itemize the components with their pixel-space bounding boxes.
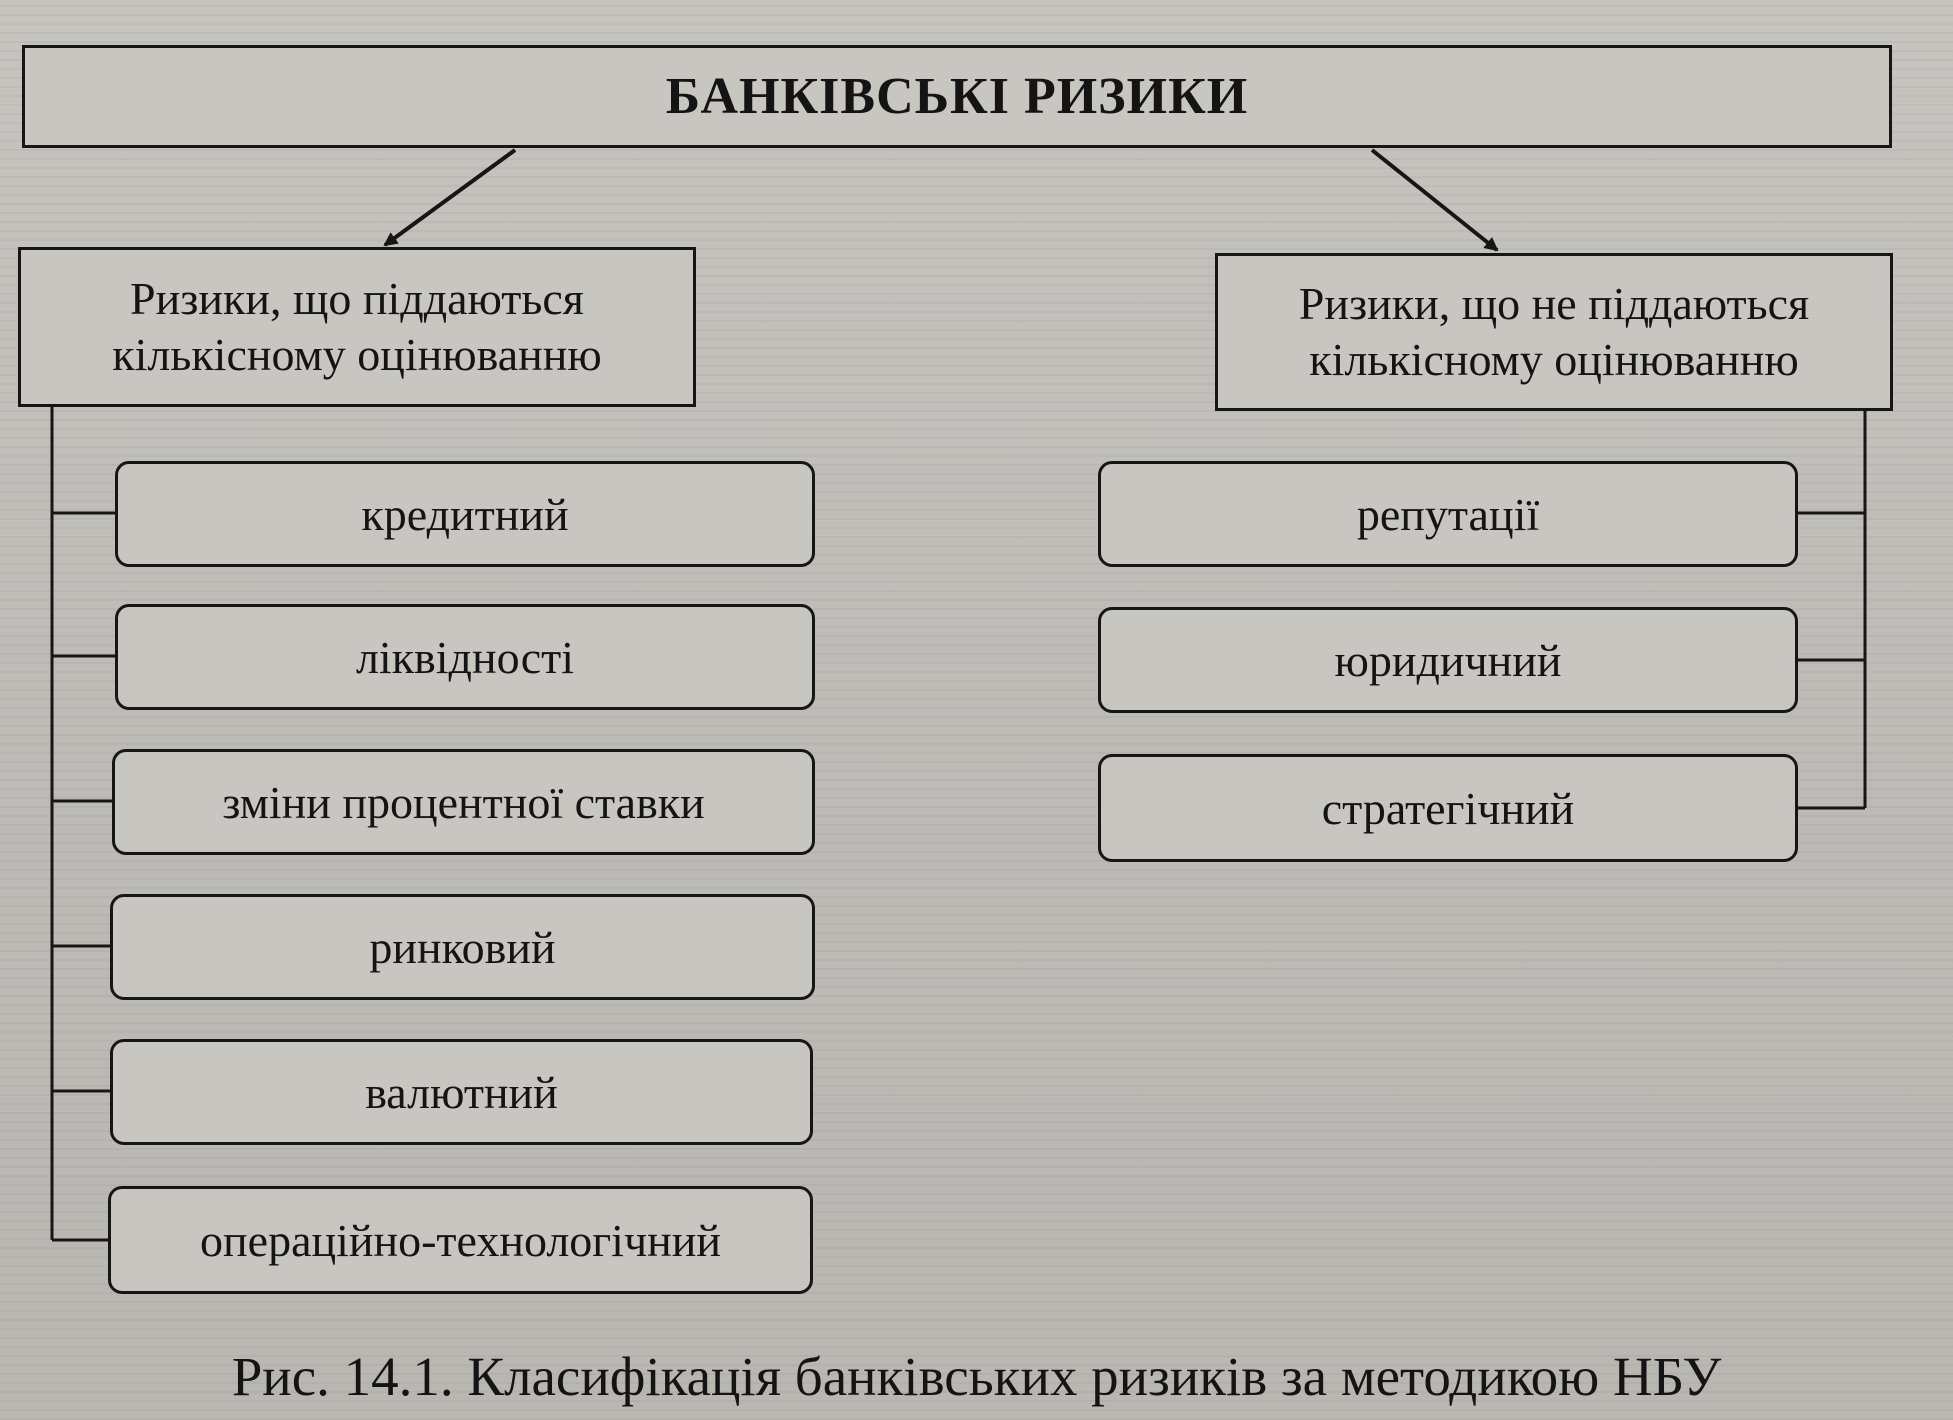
arrow-to-left-category (383, 148, 517, 247)
right-category-line2: кількісному оцінюванню (1309, 334, 1799, 385)
right-item-reputation: репутації (1098, 461, 1798, 567)
right-category-box: Ризики, що не піддаються кількісному оці… (1215, 253, 1893, 411)
left-item-interest-rate: зміни процентної ставки (112, 749, 815, 855)
left-item-label: кредитний (361, 488, 569, 540)
right-item-label: репутації (1356, 488, 1540, 540)
figure-caption: Рис. 14.1. Класифікація банківських ризи… (231, 1346, 1722, 1407)
left-item-operational: операційно-технологічний (108, 1186, 813, 1294)
left-item-label: валютний (365, 1066, 558, 1118)
right-item-legal: юридичний (1098, 607, 1798, 713)
title-box: БАНКІВСЬКІ РИЗИКИ (22, 45, 1892, 148)
left-item-currency: валютний (110, 1039, 813, 1145)
right-item-label: юридичний (1334, 634, 1562, 686)
left-item-liquidity: ліквідності (115, 604, 815, 710)
right-item-label: стратегічний (1321, 782, 1575, 834)
left-item-market: ринковий (110, 894, 815, 1000)
right-item-strategic: стратегічний (1098, 754, 1798, 862)
right-category-line1: Ризики, що не піддаються (1298, 278, 1810, 329)
arrow-to-right-category (1370, 148, 1499, 252)
left-item-label: ліквідності (355, 631, 575, 683)
left-item-label: зміни процентної ставки (222, 776, 705, 828)
diagram-title: БАНКІВСЬКІ РИЗИКИ (665, 68, 1249, 125)
left-category-line2: кількісному оцінюванню (112, 329, 602, 380)
left-item-label: операційно-технологічний (200, 1214, 721, 1266)
left-category-box: Ризики, що піддаються кількісному оцінюв… (18, 247, 696, 407)
left-item-label: ринковий (369, 921, 556, 973)
left-category-line1: Ризики, що піддаються (130, 273, 584, 324)
left-item-credit: кредитний (115, 461, 815, 567)
